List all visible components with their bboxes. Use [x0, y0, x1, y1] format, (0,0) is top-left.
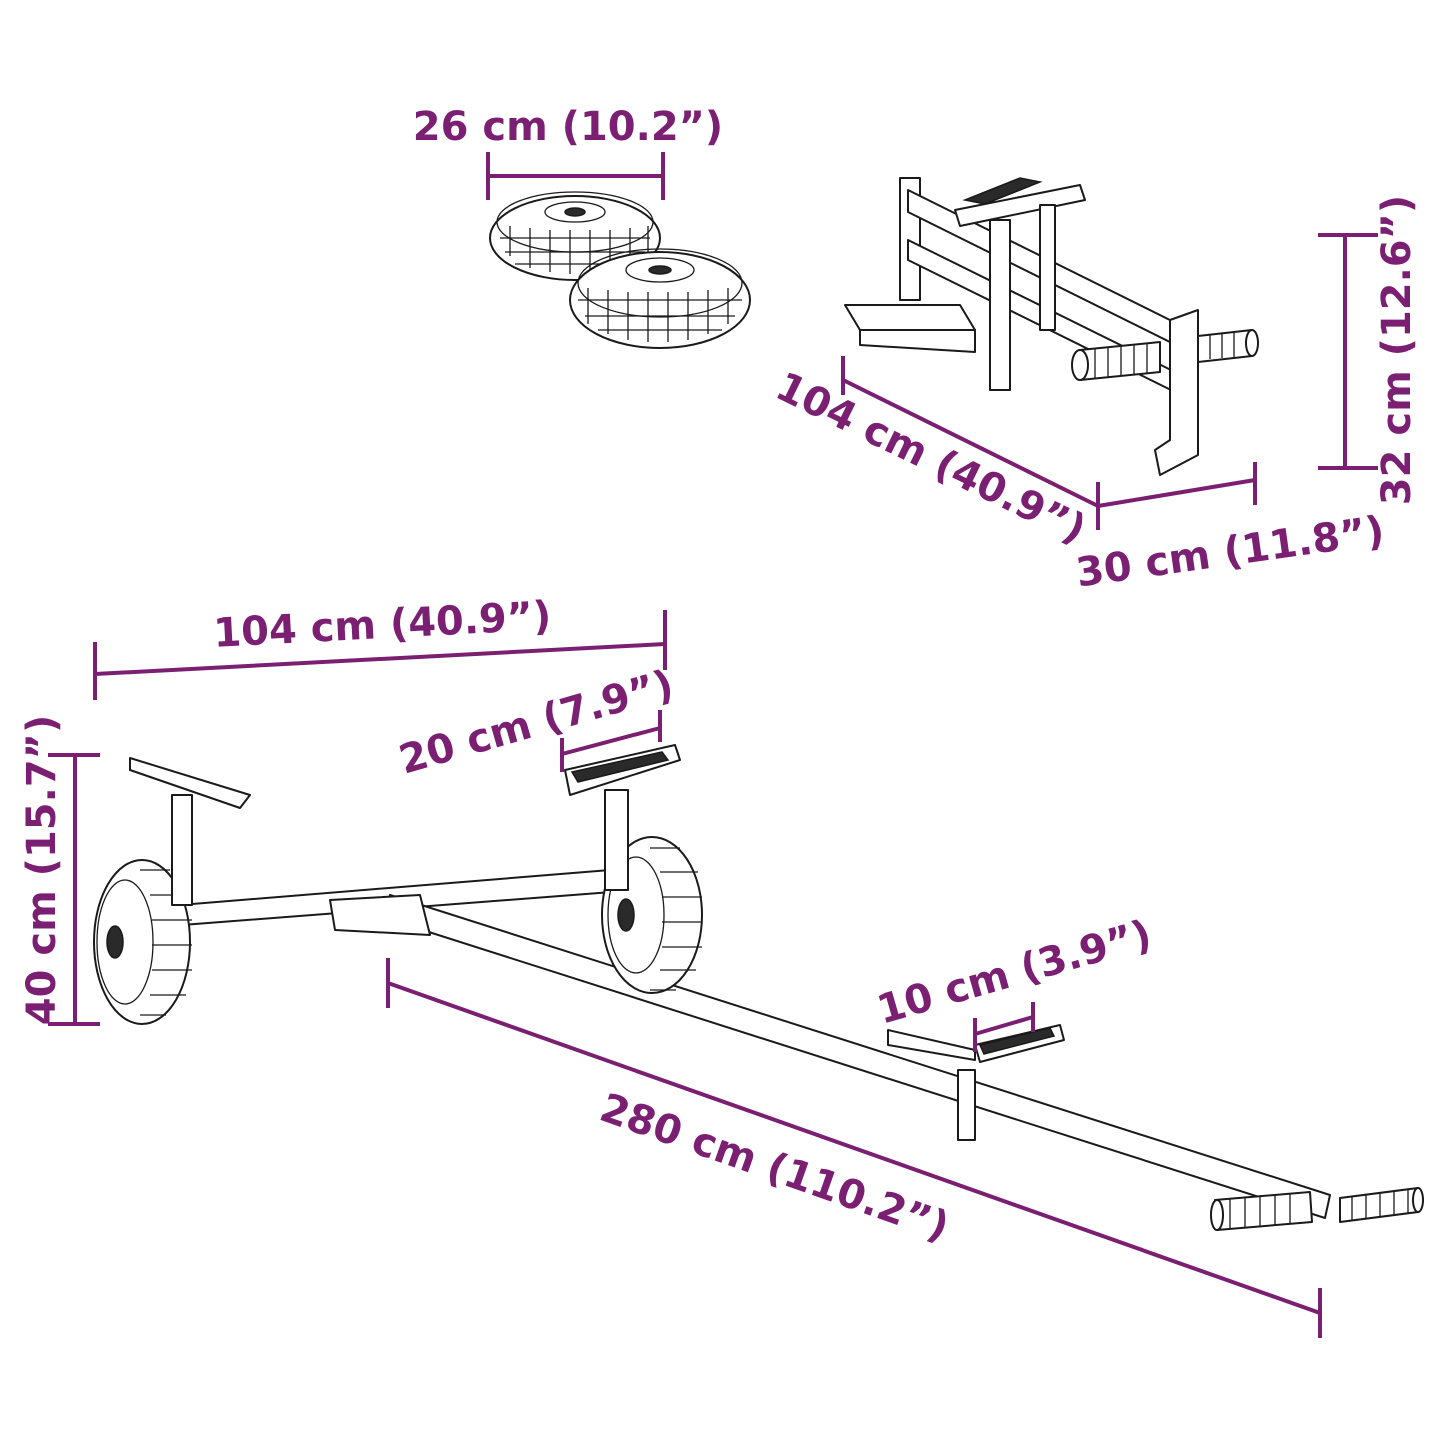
front-pad-label: 10 cm (3.9”)	[872, 911, 1156, 1033]
folded-height-label: 32 cm (12.6”)	[1374, 195, 1420, 505]
folded-length-label: 104 cm (40.9”)	[769, 363, 1093, 553]
drawbar	[384, 894, 1331, 1219]
dimension-lines	[48, 152, 1378, 1338]
assembled-trailer-drawing	[93, 744, 1424, 1231]
front-left-pad	[887, 1029, 976, 1061]
folded-trailer-drawing	[844, 177, 1259, 476]
wheel-width-label: 26 cm (10.2”)	[413, 104, 723, 150]
axle-width-label: 104 cm (40.9”)	[212, 593, 552, 657]
folded-depth-label: 30 cm (11.8”)	[1073, 508, 1387, 597]
wheel-front-icon	[569, 248, 751, 349]
height-label: 40 cm (15.7”)	[19, 715, 65, 1025]
left-pad	[129, 757, 251, 809]
left-wheel-icon	[93, 859, 192, 1025]
handle-icon	[1210, 1187, 1424, 1231]
spare-wheels-drawing	[489, 191, 751, 349]
total-length-label: 280 cm (110.2”)	[594, 1085, 954, 1251]
